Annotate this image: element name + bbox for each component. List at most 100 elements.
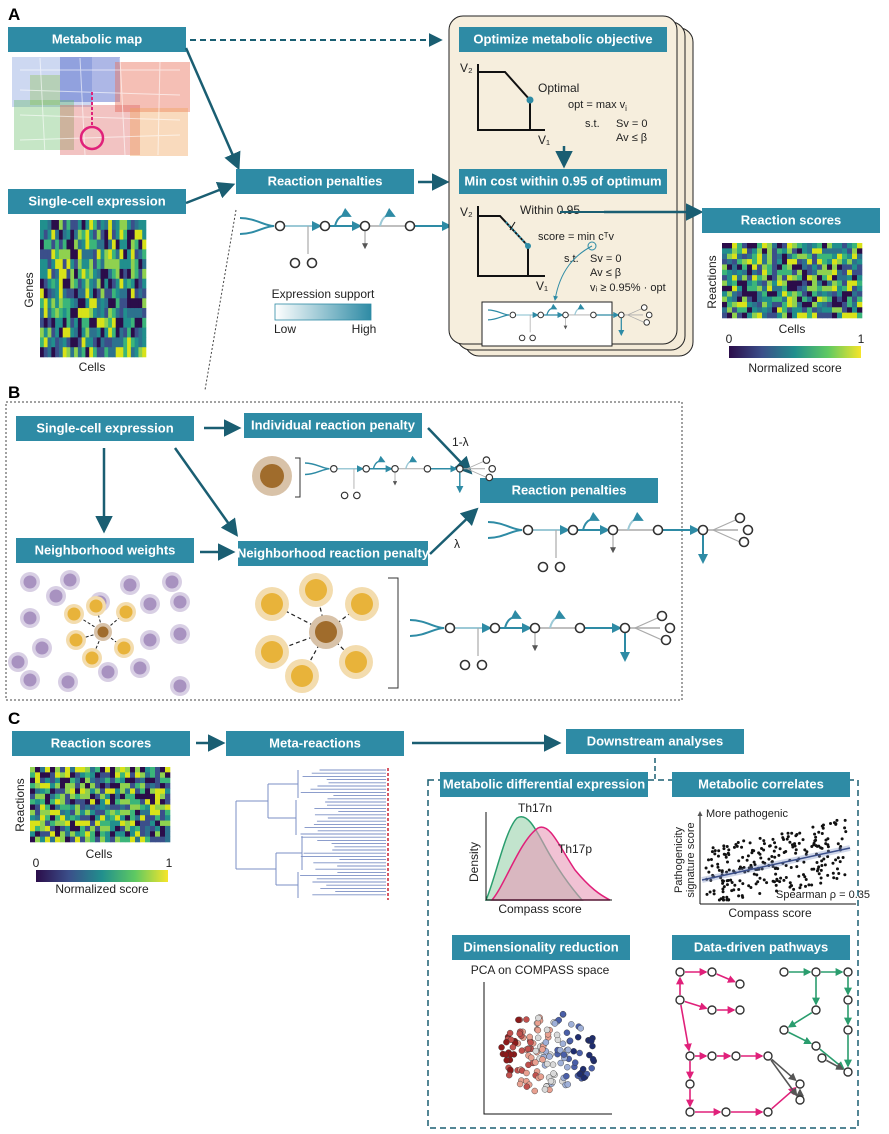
heatmap-cell (792, 275, 798, 281)
heatmap-cell (747, 285, 753, 292)
scatter-point (789, 866, 793, 870)
heatmap-cell (145, 836, 151, 843)
heatmap-cell (55, 268, 60, 280)
metabolite-node (537, 311, 544, 319)
heatmap-cell (772, 280, 778, 287)
scatter-point (758, 876, 762, 880)
density-th17p (490, 826, 611, 901)
heatmap-cell (74, 229, 79, 240)
flux-edge (239, 217, 275, 227)
heatmap-cell (762, 259, 768, 265)
heatmap-cell (797, 259, 803, 265)
heatmap-cell (737, 259, 743, 265)
heatmap-cell (160, 836, 166, 843)
pca-point (553, 1031, 561, 1039)
heatmap-cell (120, 825, 126, 832)
metabolite-node (562, 311, 569, 319)
cells-label-c: Cells (86, 847, 113, 861)
heatmap-cell (111, 288, 117, 299)
neighbor-cell (123, 578, 137, 592)
heatmap-cell (817, 296, 823, 303)
heatmap-cell (60, 767, 66, 773)
scatter-point (721, 887, 725, 891)
heatmap-cell (104, 298, 109, 309)
heatmap-cell (119, 288, 124, 299)
heatmap-cell (105, 820, 111, 827)
individual-penalty-box: Individual reaction penalty (244, 413, 422, 438)
heatmap-cell (55, 793, 61, 800)
heatmap-cell (817, 291, 823, 297)
heatmap-cell (732, 264, 738, 271)
pathway-node (735, 1005, 745, 1015)
heatmap-cell (70, 317, 75, 328)
scatter-point (750, 851, 754, 855)
heatmap-cell (100, 347, 105, 358)
metabolite-node (444, 622, 456, 634)
polytope-optimal (477, 64, 545, 131)
heatmap-cell (85, 288, 90, 299)
heatmap-cell (732, 259, 738, 265)
neighborhood-scatter (8, 570, 190, 696)
heatmap-cell (111, 278, 117, 289)
heatmap-cell (75, 809, 81, 816)
scatter-point (740, 845, 744, 849)
heatmap-cell (90, 836, 96, 843)
heatmap-cell (100, 268, 105, 280)
scatter-point (782, 837, 786, 841)
metabolite-node (640, 304, 648, 311)
heatmap-cell (797, 301, 803, 308)
scatter-point (725, 870, 729, 874)
metabolite-node (656, 610, 668, 622)
reaction-scores-heatmap-c (30, 767, 171, 843)
heatmap-cell (165, 767, 171, 773)
heatmap-cell (807, 253, 813, 260)
scatter-point (798, 886, 802, 890)
heatmap-cell (752, 296, 758, 303)
heatmap-cell (60, 831, 66, 837)
heatmap-cell (90, 788, 96, 795)
heatmap-cell (722, 307, 728, 313)
heatmap-cell (135, 783, 141, 789)
heatmap-cell (95, 815, 101, 821)
heatmap-cell (140, 767, 146, 773)
heatmap-cell (45, 772, 51, 779)
pathway-edge (787, 1011, 813, 1028)
heatmap-cell (757, 291, 763, 297)
pathway-node (811, 967, 821, 977)
one-minus-lambda-label: 1-λ (452, 435, 469, 449)
flux-edge (405, 455, 418, 469)
heatmap-cell (138, 298, 143, 309)
heatmap-cell (81, 317, 86, 328)
heatmap-cell (127, 278, 132, 289)
heatmap-cell (80, 820, 86, 827)
heatmap-cell (120, 799, 126, 805)
heatmap-cell (757, 264, 763, 271)
heatmap-cell (77, 347, 82, 358)
heatmap-cell (66, 327, 71, 338)
heatmap-cell (100, 337, 105, 348)
heatmap-cell (807, 264, 813, 271)
metabolite-node (340, 491, 349, 500)
pca-point (576, 1049, 583, 1057)
heatmap-cell (40, 268, 45, 280)
heatmap-cell (732, 248, 738, 255)
pathway-edge (771, 1058, 797, 1082)
heatmap-cell (857, 307, 863, 313)
heatmap-cell (832, 269, 838, 276)
heatmap-cell (95, 809, 101, 816)
heatmap-cell (43, 249, 48, 260)
pca-axes (483, 982, 612, 1115)
heatmap-cell (722, 264, 728, 271)
heatmap-cell (747, 291, 753, 297)
scatter-point (835, 867, 839, 871)
heatmap-cell (85, 809, 91, 816)
heatmap-cell (115, 288, 120, 299)
neighbor-cell (173, 679, 187, 693)
scatter-point (790, 831, 794, 835)
heatmap-cell (737, 296, 743, 303)
pca-point (543, 1026, 551, 1034)
heatmap-cell (857, 269, 863, 276)
heatmap-cell (832, 312, 838, 319)
heatmap-cell (125, 799, 131, 805)
heatmap-cell (135, 793, 141, 800)
